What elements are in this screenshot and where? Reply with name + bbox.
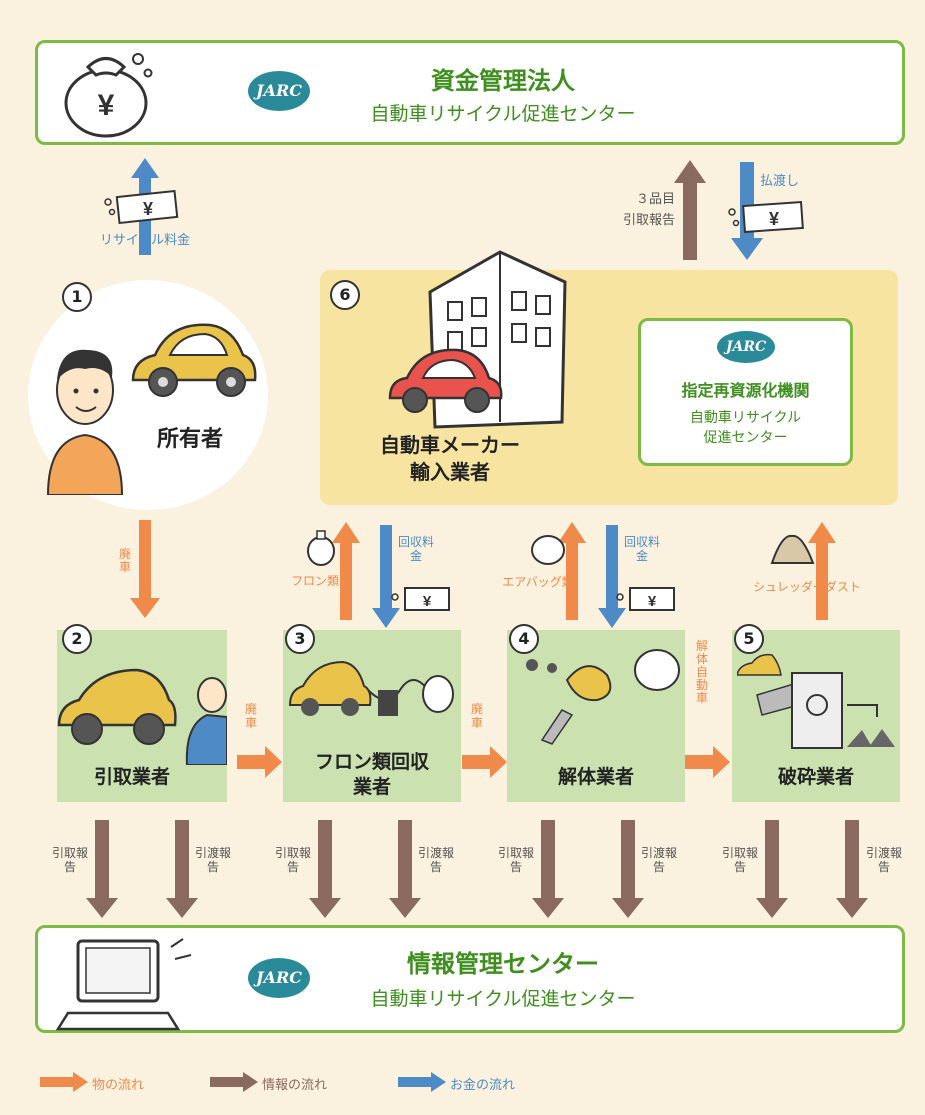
step-number-1: 1 [62,282,92,312]
step-number-2: 2 [62,624,92,654]
car-icon [57,655,227,765]
shredder-box: 5 破砕業者 [732,624,900,802]
freon-collector-box: 3 フロン類回収 業者 [283,624,461,802]
report-3items-label-2: 引取報告 [622,213,675,228]
haisha-label-2: 廃車 [470,702,483,730]
freon-collector-label-1: フロン類回収 [314,751,429,773]
person-icon [40,325,130,495]
haisha-right-arrow-2 [462,746,507,778]
jarc-logo: JARC [248,71,310,111]
pickup-report-label: 引取報告 [52,846,89,874]
fund-title: 資金管理法人 [431,67,575,95]
airbag-up-arrow [558,522,586,620]
pickup-operator-box: 2 引取業者 [57,624,227,802]
report-3items-arrow [674,160,706,260]
designated-line1: 自動車リサイクル [689,410,802,426]
dismantled-car-right-arrow [685,746,730,778]
yen-bag-icon: ¥ [58,45,158,140]
pickup-report-label: 引取報告 [275,846,312,874]
step-number-5: 5 [734,624,764,654]
fund-management-box: ¥ JARC 資金管理法人 自動車リサイクル促進センター [35,40,905,145]
delivery-report-label: 引渡報告 [866,846,903,874]
svg-text:¥: ¥ [98,89,115,122]
red-car-icon [385,340,505,420]
car-icon [125,310,260,410]
info-management-box: JARC 情報管理センター 自動車リサイクル促進センター [35,925,905,1033]
jarc-logo: JARC [717,331,775,363]
legend-material-flow: 物の流れ [92,1078,145,1093]
jarc-logo: JARC [248,958,310,998]
svg-text:¥: ¥ [769,209,779,229]
step-number-4: 4 [509,624,539,654]
pickup-operator-label: 引取業者 [93,766,170,788]
freon-up-arrow [332,522,360,620]
maker-label-1: 自動車メーカー [380,433,520,457]
delivery-report-label: 引渡報告 [418,846,455,874]
delivery-report-label: 引渡報告 [195,846,232,874]
fee-down-arrow-4 [598,525,626,628]
shredder-label: 破砕業者 [777,766,854,788]
haisha-label-1: 廃車 [244,702,257,730]
recycle-fee-label: リサイクル料金 [99,233,191,248]
pickup-report-label: 引取報告 [722,846,759,874]
dismantled-car-label: 解体自動車 [695,639,708,705]
freon-label: フロン類 [290,574,339,588]
yen-ticket-icon: ¥ [100,190,180,225]
freon-tank-icon [306,527,336,567]
yen-ticket-icon: ¥ [387,585,452,615]
svg-text:¥: ¥ [648,593,657,610]
haisha-down-arrow [130,520,160,618]
yen-ticket-icon: ¥ [612,585,677,615]
freon-collector-label-2: 業者 [352,776,391,798]
info-title: 情報管理センター [407,950,599,978]
owner-label: 所有者 [156,427,223,452]
svg-text:¥: ¥ [423,593,432,610]
payout-label: 払渡し [760,174,800,189]
report-arrows [86,820,868,918]
designated-org-box: JARC 指定再資源化機関 自動車リサイクル 促進センター [638,318,853,466]
dismantler-label: 解体業者 [557,766,634,788]
legend-info-flow: 情報の流れ [262,1078,328,1093]
airbag-icon [528,532,568,567]
collection-fee-label-4: 回収料金 [624,535,661,563]
fee-down-arrow-3 [372,525,400,628]
svg-text:¥: ¥ [143,199,153,219]
airbag-label: エアバッグ類 [502,575,574,589]
designated-line2: 促進センター [703,430,788,446]
legend-money-flow: お金の流れ [450,1078,516,1093]
step-number-6: 6 [330,280,360,310]
haisha-right-arrow-1 [237,746,282,778]
collection-fee-label-3: 回収料金 [398,535,435,563]
pickup-report-label: 引取報告 [498,846,535,874]
dust-up-arrow [808,522,836,620]
step-number-3: 3 [285,624,315,654]
yen-ticket-icon: ¥ [722,200,807,235]
shredder-icon [737,645,897,755]
maker-label-2: 輸入業者 [410,460,490,484]
haisha-label-down: 廃車 [118,547,131,574]
parts-icon [517,640,682,750]
dismantler-box: 4 解体業者 [507,624,685,802]
shredder-dust-label: シュレッダーダスト [753,580,861,594]
designated-title: 指定再資源化機関 [681,381,810,400]
report-3items-label-1: ３品目 [635,192,675,207]
fund-subtitle: 自動車リサイクル促進センター [370,103,636,125]
computer-icon [53,933,203,1033]
info-subtitle: 自動車リサイクル促進センター [370,988,636,1010]
delivery-report-label: 引渡報告 [641,846,678,874]
freon-machine-icon [288,650,458,725]
legend-arrows [40,1072,446,1092]
dust-pile-icon [770,530,815,565]
